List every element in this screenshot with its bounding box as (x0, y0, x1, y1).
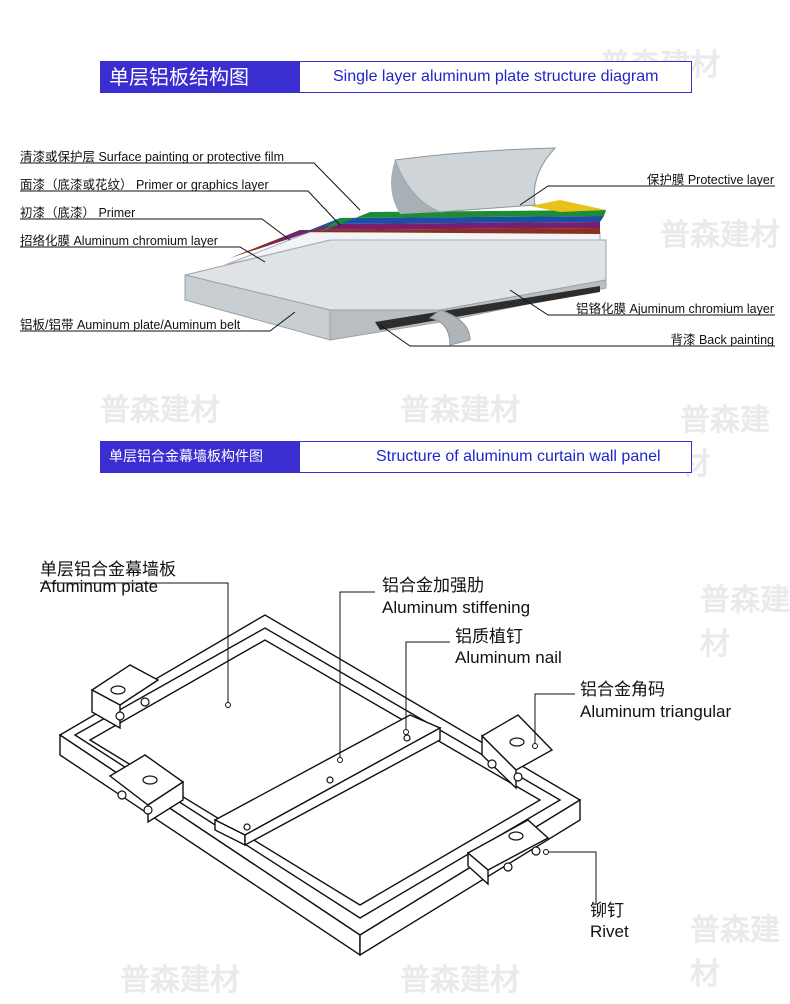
label-protective-layer: 保护膜 Protective layer (646, 173, 774, 187)
label-stiffening-en: Aluminum stiffening (382, 598, 531, 617)
label-plate-zh: 单层铝合金幕墙板 (40, 560, 176, 579)
watermark: 普森建材 (100, 393, 220, 428)
label-plate-en: Afuminum piate (40, 577, 159, 596)
label-nail-zh: 铝质植钉 (455, 627, 523, 646)
section-header-curtain-wall: 单层铝合金幕墙板构件图 Structure of aluminum curtai… (100, 441, 692, 473)
label-surface-painting: 清漆或保护层 Surface painting or protective fi… (20, 150, 284, 164)
header-divider (297, 62, 300, 92)
watermark: 普森建材 (700, 583, 790, 662)
label-rivet-en: Rivet (590, 922, 629, 941)
watermark: 普森建材 (660, 218, 780, 253)
watermark: 普森建材 (400, 963, 520, 998)
watermark: 普森建材 (400, 393, 520, 428)
section-title-zh: 单层铝合金幕墙板构件图 (101, 442, 297, 472)
label-ajuminum-chromium: 铝铬化膜 Ajuminum chromium layer (576, 302, 774, 316)
label-chromium-layer: 招络化膜 Aluminum chromium layer (20, 234, 218, 248)
header-divider (297, 442, 300, 472)
label-nail-en: Aluminum nail (455, 648, 562, 667)
label-primer: 初漆（底漆） Primer (20, 206, 136, 220)
section-title-zh: 单层铝板结构图 (101, 62, 297, 92)
label-triangular-en: Aluminum triangular (580, 702, 732, 721)
section-title-en: Single layer aluminum plate structure di… (333, 68, 659, 85)
label-rivet-zh: 铆钉 (590, 901, 624, 920)
label-back-painting: 背漆 Back painting (670, 333, 774, 347)
watermark: 普森建材 (680, 403, 770, 482)
label-primer-graphics: 面漆（底漆或花纹） Primer or graphics layer (20, 178, 269, 192)
section-title-en: Structure of aluminum curtain wall panel (376, 448, 661, 465)
section-header-structure: 单层铝板结构图 Single layer aluminum plate stru… (100, 61, 692, 93)
label-stiffening-zh: 铝合金加强肋 (382, 576, 484, 595)
watermark: 普森建材 (120, 963, 240, 998)
label-triangular-zh: 铝合金角码 (580, 680, 665, 699)
watermark: 普森建材 (690, 913, 780, 992)
label-aluminum-plate: 铝板/铝带 Auminum plate/Auminum belt (20, 318, 241, 332)
